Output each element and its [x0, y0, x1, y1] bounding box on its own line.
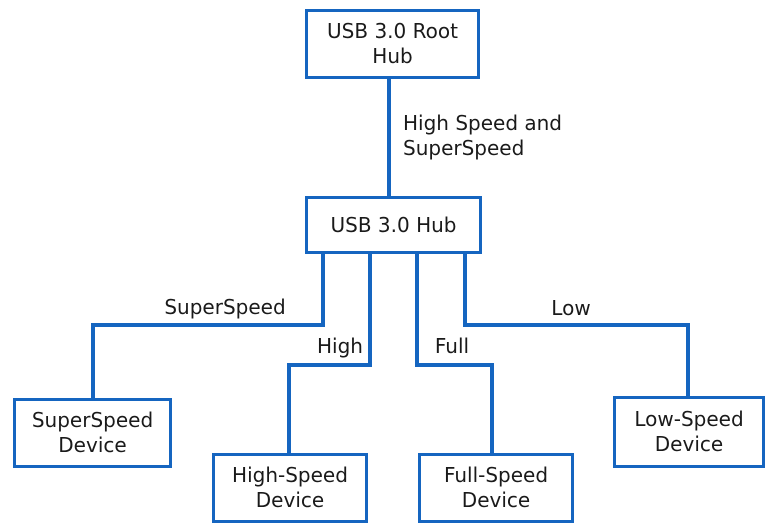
- node-usb3-hub: USB 3.0 Hub: [305, 196, 482, 254]
- edge-hub-to-high-horizontal-line: [287, 363, 372, 367]
- edge-hub-to-full-drop-line: [415, 253, 419, 367]
- node-usb3-root-hub-label: USB 3.0 Root Hub: [327, 19, 458, 68]
- edge-hub-to-full-horizontal-line: [415, 363, 494, 367]
- node-superspeed-device-label: SuperSpeed Device: [31, 408, 154, 457]
- edge-hub-to-superspeed-drop-line: [321, 253, 325, 327]
- edge-hub-to-low-horizontal-line: [463, 323, 690, 327]
- edge-label-low: Low: [551, 296, 591, 320]
- node-low-speed-device: Low-Speed Device: [613, 396, 765, 468]
- edge-hub-to-low-device-line: [686, 323, 690, 396]
- edge-hub-to-superspeed-device-line: [91, 323, 95, 398]
- edge-label-superspeed: SuperSpeed: [164, 295, 286, 319]
- edge-label-full: Full: [434, 334, 470, 358]
- node-full-speed-device: Full-Speed Device: [418, 453, 574, 523]
- edge-label-root-to-hub: High Speed and SuperSpeed: [403, 111, 563, 160]
- node-high-speed-device: High-Speed Device: [212, 453, 368, 523]
- node-high-speed-device-label: High-Speed Device: [232, 463, 348, 512]
- edge-hub-to-superspeed-horizontal-line: [91, 323, 325, 327]
- node-usb3-root-hub: USB 3.0 Root Hub: [305, 9, 480, 79]
- edge-hub-to-full-device-line: [490, 363, 494, 453]
- node-full-speed-device-label: Full-Speed Device: [443, 463, 549, 512]
- edge-label-high: High: [317, 334, 363, 358]
- node-low-speed-device-label: Low-Speed Device: [634, 407, 744, 456]
- edge-root-to-hub-vertical-line: [387, 79, 391, 196]
- edge-hub-to-low-drop-line: [463, 253, 467, 327]
- edge-hub-to-high-device-line: [287, 363, 291, 453]
- edge-hub-to-high-drop-line: [368, 253, 372, 367]
- node-usb3-hub-label: USB 3.0 Hub: [330, 212, 457, 237]
- node-superspeed-device: SuperSpeed Device: [13, 398, 172, 468]
